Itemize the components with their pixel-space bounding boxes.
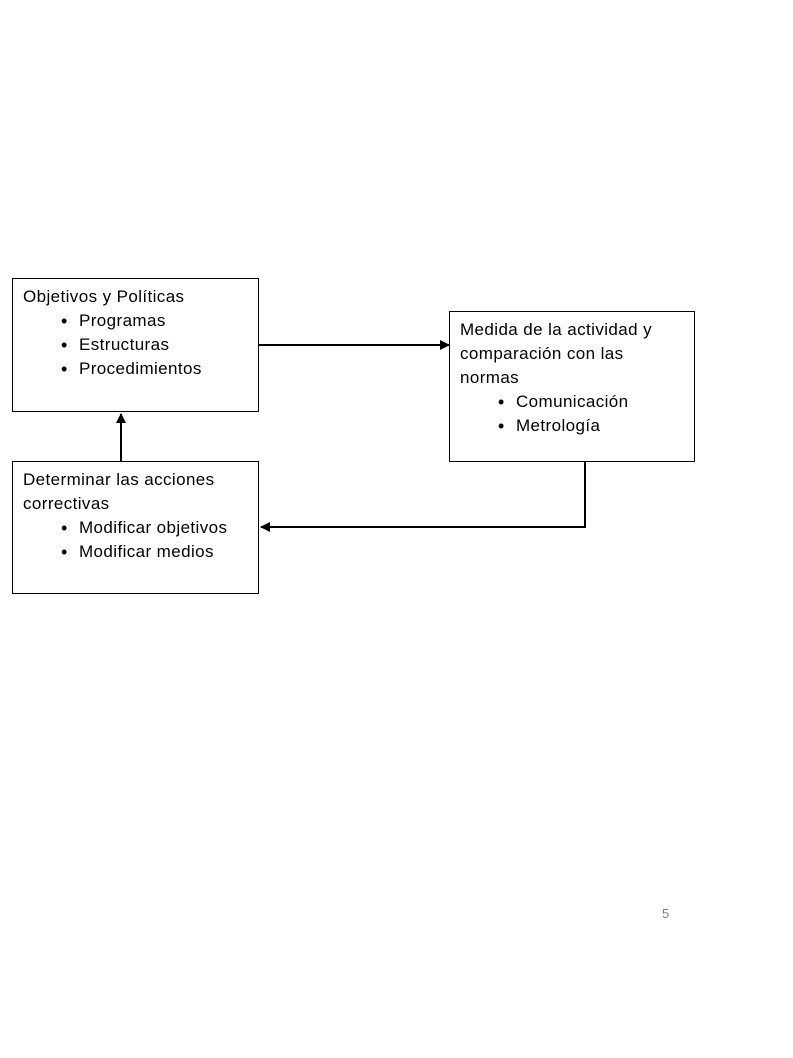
acciones-box: Determinar las acciones correctivas Modi… (12, 461, 259, 594)
medida-box: Medida de la actividad y comparación con… (449, 311, 695, 462)
page-number: 5 (662, 906, 670, 921)
medida-title: Medida de la actividad y comparación con… (460, 320, 652, 387)
objetivos-title: Objetivos y Políticas (23, 287, 185, 306)
objetivos-item-programas: Programas (23, 309, 248, 333)
objetivos-item-estructuras: Estructuras (23, 333, 248, 357)
acciones-title: Determinar las acciones correctivas (23, 470, 215, 513)
acciones-item-modificar-medios: Modificar medios (23, 540, 248, 564)
medida-item-comunicacion: Comunicación (460, 390, 684, 414)
objetivos-box: Objetivos y Políticas Programas Estructu… (12, 278, 259, 412)
objetivos-item-procedimientos: Procedimientos (23, 357, 248, 381)
acciones-item-modificar-objetivos: Modificar objetivos (23, 516, 248, 540)
acciones-list: Modificar objetivos Modificar medios (23, 516, 248, 564)
objetivos-list: Programas Estructuras Procedimientos (23, 309, 248, 381)
arrow-medida-to-acciones (260, 462, 586, 532)
medida-item-metrologia: Metrología (460, 414, 684, 438)
medida-list: Comunicación Metrología (460, 390, 684, 438)
